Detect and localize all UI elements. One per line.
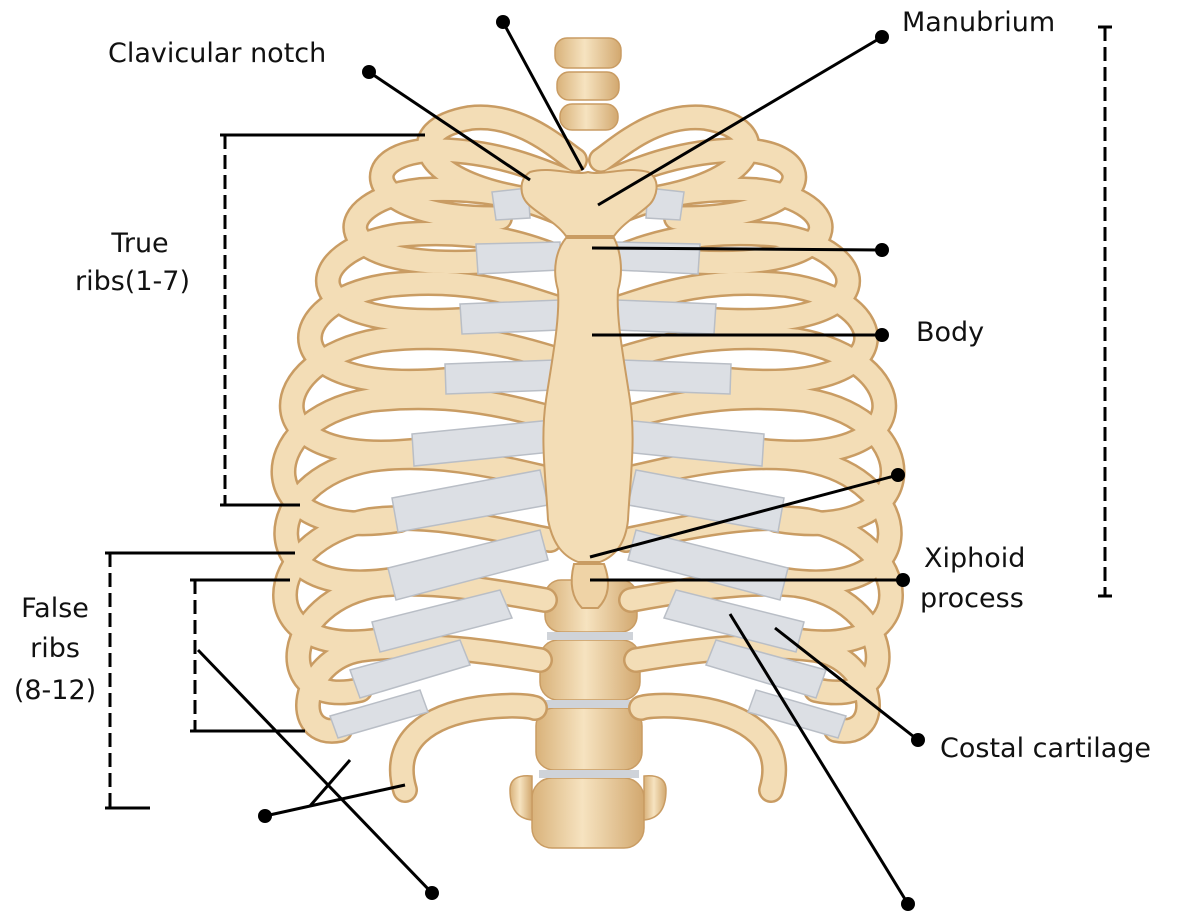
body-label: Body — [916, 314, 984, 352]
true-ribs-label-line2: ribs(1-7) — [75, 263, 190, 301]
dot-body — [875, 328, 889, 342]
dot-costal-margin — [901, 897, 915, 911]
costal-cartilage-label: Costal cartilage — [940, 730, 1151, 768]
dot-rib-ends — [258, 809, 272, 823]
dot-sternal-angle — [875, 243, 889, 257]
manubrium-label: Manubrium — [902, 4, 1055, 42]
body-shape — [543, 238, 632, 562]
dot-costal-cartilage — [911, 733, 925, 747]
xiphoid-shape — [572, 564, 608, 608]
xiphoid-label-line2: process — [920, 580, 1024, 618]
true-ribs-label-line1: True — [95, 225, 185, 263]
dot-clavicular-notch — [362, 65, 376, 79]
dot-floating-ribs — [425, 886, 439, 900]
dot-top — [496, 15, 510, 29]
false-ribs-label-line1: False — [10, 590, 100, 628]
false-ribs-label-line3: (8-12) — [6, 672, 104, 710]
clavicular-notch-label: Clavicular notch — [108, 35, 326, 73]
xiphoid-label-line1: Xiphoid — [924, 540, 1025, 578]
dot-xiphisternal-joint — [891, 468, 905, 482]
manubrium-shape — [522, 170, 657, 236]
dot-manubrium — [875, 30, 889, 44]
dot-xiphoid-process — [896, 573, 910, 587]
false-ribs-label-line2: ribs — [10, 630, 100, 668]
